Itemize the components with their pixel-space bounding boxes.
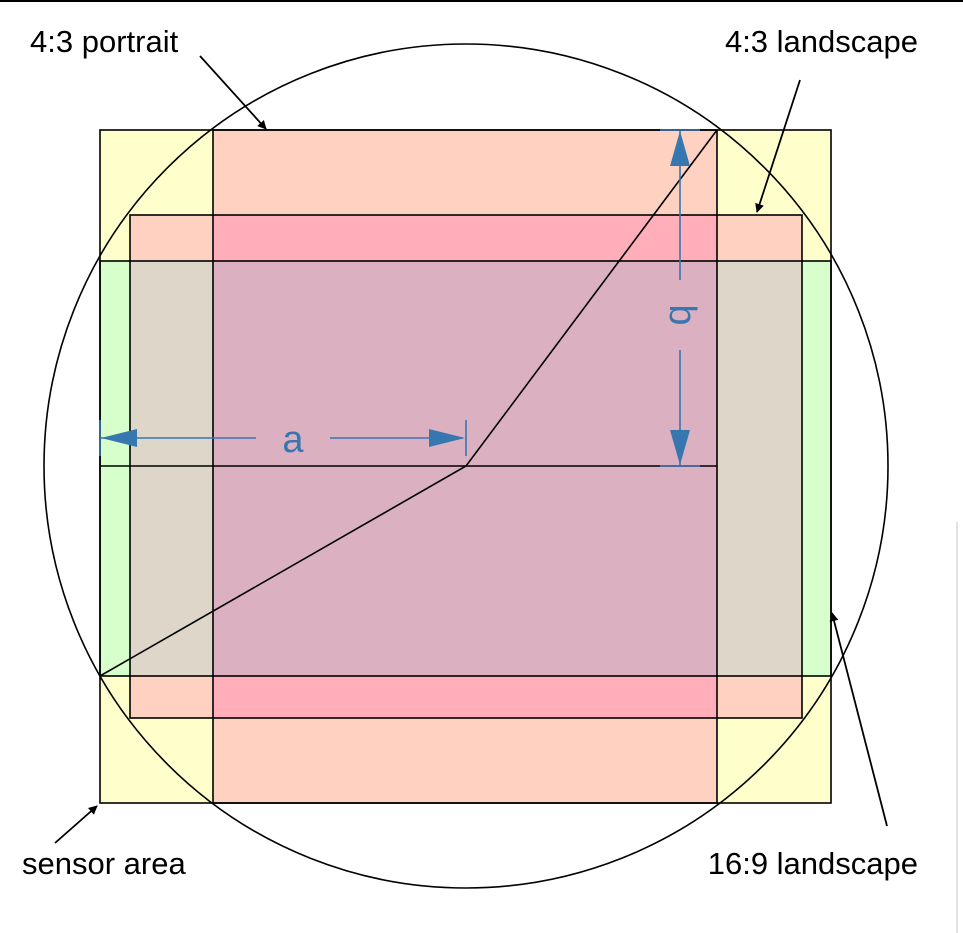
sensor-area-label: sensor area: [22, 846, 186, 881]
dimension-b-label: b: [661, 304, 703, 325]
dimension-b: [660, 129, 700, 467]
landscape-16-9-callout-arrow: [829, 612, 888, 827]
landscape-4-3-callout-arrow: [755, 79, 801, 213]
overlap-all-formats: [213, 261, 717, 676]
portrait-callout-arrow: [199, 55, 267, 130]
sensor-area-callout-arrow: [54, 805, 98, 844]
dimension-a-label: a: [282, 419, 304, 461]
overlap-portrait-landscape-top: [213, 215, 717, 261]
diagonal-line: [99, 129, 718, 677]
dimension-a: [99, 420, 467, 456]
landscape-4-3-label: 4:3 landscape: [725, 24, 918, 59]
landscape-16-9-outline: [99, 260, 832, 677]
image-circle: [43, 43, 889, 889]
landscape-16-9-label: 16:9 landscape: [708, 846, 918, 881]
portrait-label: 4:3 portrait: [30, 24, 179, 59]
overlap-portrait-landscape-bottom: [213, 676, 717, 718]
